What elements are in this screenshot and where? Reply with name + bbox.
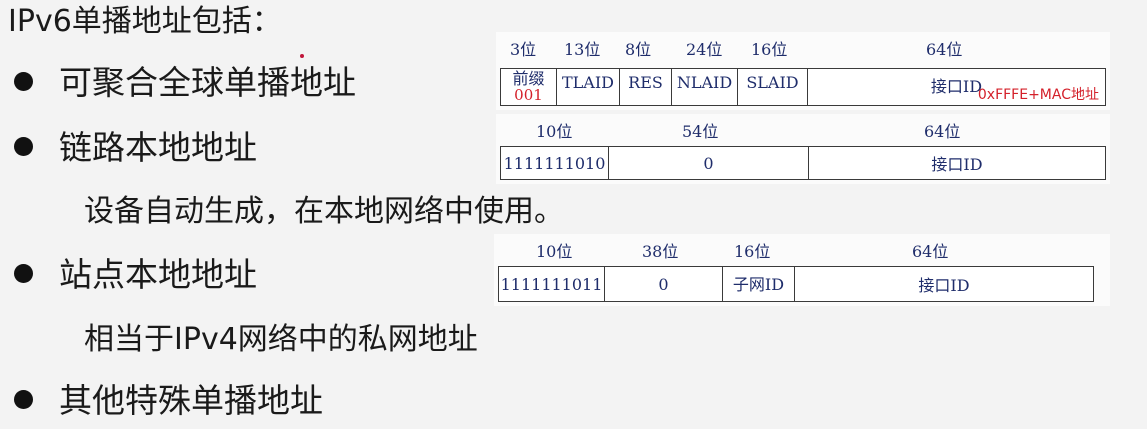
bit-label: 16位 [751,40,788,59]
global-unicast-diagram: 3位 13位 8位 24位 16位 64位 前缀 001 TLAID RES N… [496,32,1110,110]
bullet-text: 站点本地地址 [59,255,257,294]
bullet-text: 其他特殊单播地址 [59,381,323,420]
sub-text-site-local: 相当于IPv4网络中的私网地址 [84,322,478,357]
bit-label: 38位 [642,242,679,261]
bullet-dot-icon [14,137,33,156]
field-res: RES [620,69,672,105]
field-prefix-bits: 1111111011 [499,267,605,301]
mac-address-note: 0xFFFE+MAC地址 [977,87,1099,103]
bit-label: 3位 [510,40,537,59]
bit-label: 16位 [734,242,771,261]
bullet-dot-icon [14,390,33,409]
field-prefix: 前缀 001 [501,69,557,105]
sub-text-link-local: 设备自动生成，在本地网络中使用。 [84,194,564,229]
field-zero: 0 [609,147,809,179]
bullet-dot-icon [14,264,33,283]
field-zero: 0 [605,267,723,301]
bullet-link-local: 链路本地地址 [14,127,257,169]
field-row: 前缀 001 TLAID RES NLAID SLAID 接口ID 0xFFFE… [500,68,1106,106]
bit-label: 10位 [536,242,573,261]
field-nlaid: NLAID [672,69,738,105]
slide-heading: IPv6单播地址包括： [8,4,282,39]
bullet-other-special: 其他特殊单播地址 [14,380,323,422]
field-row: 1111111011 0 子网ID 接口ID [498,266,1094,302]
bit-label: 10位 [536,122,573,141]
field-subnet-id: 子网ID [723,267,795,301]
prefix-label: 前缀 [512,69,545,88]
bullet-dot-icon [14,72,33,91]
prefix-value: 001 [514,86,543,104]
field-prefix-bits: 1111111010 [501,147,609,179]
bit-label: 64位 [912,242,949,261]
field-interface-id: 接口ID [918,276,970,295]
bullet-global-unicast: 可聚合全球单播地址 [14,62,356,104]
bit-label: 54位 [682,122,719,141]
field-interface-id: 接口ID 0xFFFE+MAC地址 [808,69,1105,105]
bit-label: 24位 [686,40,723,59]
bit-label: 64位 [924,122,961,141]
field-interface-id: 接口ID [931,155,983,174]
pointer-mark [300,54,304,58]
interface-id-label: 接口ID [930,77,983,96]
site-local-diagram: 10位 38位 16位 64位 1111111011 0 子网ID 接口ID [494,234,1110,306]
field-tlaid: TLAID [557,69,620,105]
bullet-text: 链路本地地址 [59,128,257,167]
bit-label: 8位 [625,40,652,59]
field-row: 1111111010 0 接口ID [500,146,1106,180]
bit-label: 13位 [564,40,601,59]
bit-label: 64位 [926,40,963,59]
field-slaid: SLAID [738,69,808,105]
bullet-site-local: 站点本地地址 [14,254,257,296]
link-local-diagram: 10位 54位 64位 1111111010 0 接口ID [496,114,1110,184]
bullet-text: 可聚合全球单播地址 [59,63,356,102]
